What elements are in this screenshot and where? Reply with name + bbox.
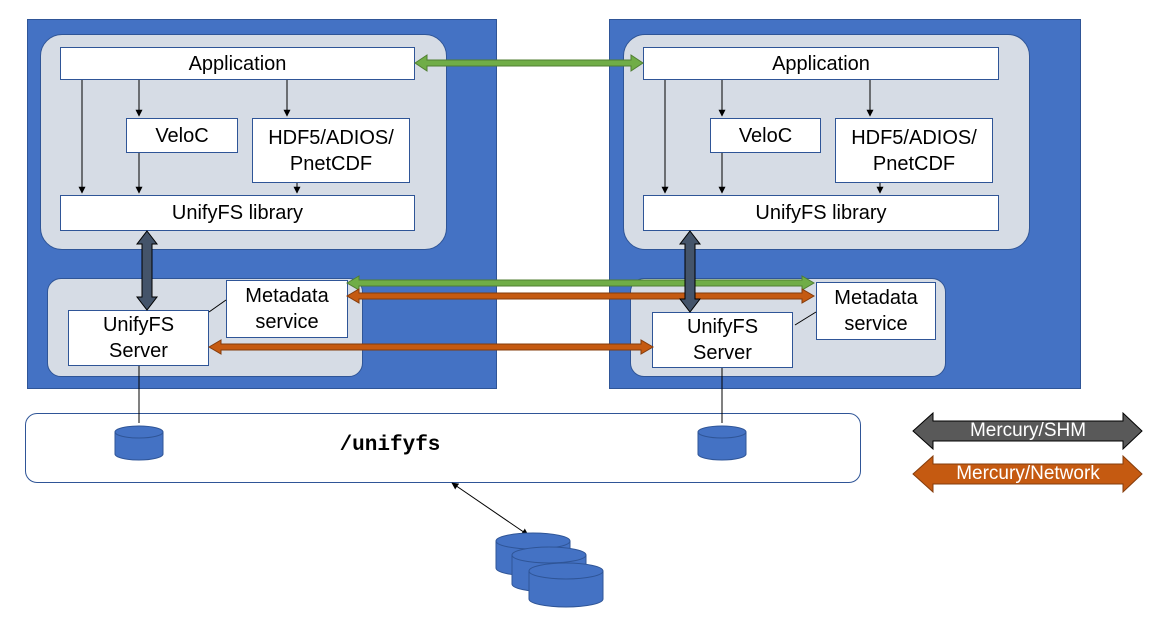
node-2-metadata-line1: Metadata (834, 287, 918, 309)
node-2-application-box: Application (643, 47, 999, 80)
node-1-application-box: Application (60, 47, 415, 80)
node-2-veloc-label: VeloC (738, 124, 793, 147)
node-2-server-box: UnifyFS Server (652, 312, 793, 368)
node-1-metadata-line2: service (255, 311, 319, 333)
node-1-veloc-box: VeloC (126, 118, 238, 153)
unifyfs-storage-label: /unifyfs (339, 434, 441, 457)
node-1-server-box: UnifyFS Server (68, 310, 209, 366)
node-2-library-box: UnifyFS library (643, 195, 999, 231)
node-1-application-label: Application (188, 52, 287, 75)
node-2-server-line1: UnifyFS (686, 316, 759, 338)
node-2-metadata-box: Metadata service (816, 282, 936, 340)
node-1-server-line2: Server (109, 340, 168, 362)
node-1-hdf5-box: HDF5/ADIOS/ PnetCDF (252, 118, 410, 183)
legend-shm-label: Mercury/SHM (969, 420, 1087, 441)
node-1-hdf5-line2: PnetCDF (289, 152, 373, 175)
node-2-hdf5-line2: PnetCDF (872, 152, 956, 175)
node-1-hdf5-line1: HDF5/ADIOS/ (268, 126, 394, 149)
node-2-metadata-line2: service (844, 313, 908, 335)
disk-stack-icon (495, 532, 604, 608)
node-2-application-label: Application (772, 52, 870, 75)
node-2-hdf5-line1: HDF5/ADIOS/ (851, 126, 977, 149)
node-2-hdf5-box: HDF5/ADIOS/ PnetCDF (835, 118, 993, 183)
node-1-server-line1: UnifyFS (102, 314, 175, 336)
node-1-metadata-line1: Metadata (245, 285, 329, 307)
node-1-library-label: UnifyFS library (171, 202, 304, 224)
legend-network-label: Mercury/Network (956, 463, 1100, 484)
node-1-metadata-box: Metadata service (226, 280, 348, 338)
node-2-library-label: UnifyFS library (755, 202, 887, 224)
node-2-veloc-box: VeloC (710, 118, 821, 153)
storage-to-disks-connector (451, 482, 529, 536)
node-1-veloc-label: VeloC (155, 124, 209, 147)
node-2-server-line2: Server (693, 342, 752, 364)
node-1-library-box: UnifyFS library (60, 195, 415, 231)
